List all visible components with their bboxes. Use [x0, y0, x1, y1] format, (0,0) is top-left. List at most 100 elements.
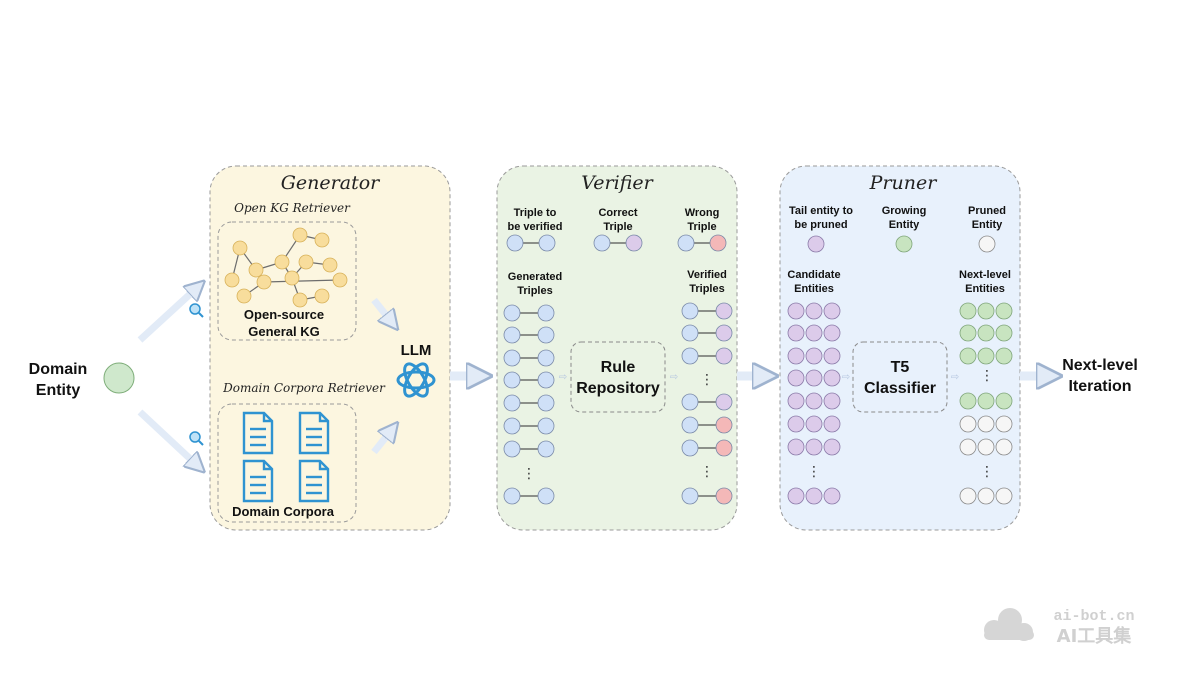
next-level-row	[959, 347, 1013, 365]
head-entity	[503, 326, 521, 344]
classifier-label-line1: T5	[891, 359, 910, 376]
growing-entity	[995, 324, 1013, 342]
next-level-entities: ⋮⋮	[959, 302, 1013, 505]
verified-triples-label-line1: Verified	[687, 269, 727, 281]
ellipsis: ⋮	[522, 466, 536, 482]
small-arrow-out-pruner: ⇨	[951, 372, 959, 383]
growing-entity	[995, 392, 1013, 410]
watermark-url: ai-bot.cn	[1053, 608, 1134, 625]
verifier-legend-3-line2: Triple	[687, 221, 716, 233]
verified-triple-correct	[681, 347, 733, 365]
candidate-entity	[787, 392, 805, 410]
growing-entity	[995, 302, 1013, 320]
verified-triple-correct	[681, 302, 733, 320]
growing-entity	[959, 392, 977, 410]
candidate-entity	[805, 347, 823, 365]
ellipsis: ⋮	[700, 464, 714, 480]
ellipsis: ⋮	[700, 372, 714, 388]
candidate-entity	[823, 302, 841, 320]
candidate-entity	[805, 392, 823, 410]
tail-entity	[715, 487, 733, 505]
domain-entity-label-line2: Entity	[36, 382, 81, 399]
search-icon	[189, 303, 204, 318]
verified-triples: ⋮⋮	[681, 302, 733, 505]
document-icon	[298, 411, 330, 455]
tail-entity	[537, 487, 555, 505]
verifier-legend-2-line1: Correct	[598, 207, 637, 219]
tail-entity	[537, 394, 555, 412]
pruned-entity	[977, 415, 995, 433]
growing-entity	[995, 347, 1013, 365]
legend-pruned-entity	[978, 235, 996, 253]
head-entity	[503, 487, 521, 505]
arrow-kg-to-llm	[371, 297, 394, 325]
small-arrow-out: ⇨	[670, 372, 678, 383]
candidate-entity	[805, 324, 823, 342]
tail-entity	[715, 416, 733, 434]
next-level-row	[959, 324, 1013, 342]
t5-classifier-box	[852, 341, 948, 413]
search-icon	[189, 431, 204, 446]
pruned-entity	[977, 487, 995, 505]
watermark-logo	[984, 608, 1034, 641]
candidate-entity	[787, 302, 805, 320]
candidate-entity	[787, 347, 805, 365]
output-label-line1: Next-level	[1062, 357, 1138, 374]
generated-triple	[503, 326, 555, 344]
pruner-legend-2-line2: Entity	[889, 219, 920, 231]
legend-wrong-triple	[677, 234, 727, 252]
legend-correct-triple	[593, 234, 643, 252]
head-entity	[681, 487, 699, 505]
head-entity	[681, 439, 699, 457]
pruned-entity	[959, 487, 977, 505]
candidate-entities-label-line1: Candidate	[787, 269, 840, 281]
head-entity	[503, 371, 521, 389]
tail-entity	[715, 393, 733, 411]
small-arrow-in: ⇨	[559, 372, 567, 383]
candidate-entity	[823, 392, 841, 410]
candidate-entity	[823, 438, 841, 456]
head-entity	[681, 324, 699, 342]
next-level-row	[959, 415, 1013, 433]
tail-entity	[715, 347, 733, 365]
arrow-corpora-to-llm	[371, 427, 394, 455]
growing-entity	[959, 324, 977, 342]
candidate-entity	[823, 347, 841, 365]
classifier-label-line2: Classifier	[864, 380, 936, 397]
next-level-row	[959, 392, 1013, 410]
pruned-entity	[959, 438, 977, 456]
head-entity	[503, 417, 521, 435]
pruner-legend-3-line2: Entity	[972, 219, 1003, 231]
pruned-entity	[995, 487, 1013, 505]
kg-label-line1: Open-source	[244, 307, 324, 322]
rule-repository-label-line2: Repository	[576, 380, 660, 397]
head-entity	[681, 302, 699, 320]
rule-repository-label-line1: Rule	[601, 359, 636, 376]
candidate-entity	[787, 487, 805, 505]
tail-entity	[709, 234, 727, 252]
domain-corpora-box	[217, 403, 357, 523]
pruned-entity	[995, 438, 1013, 456]
growing-entity	[977, 302, 995, 320]
head-entity	[681, 393, 699, 411]
open-kg-box	[217, 221, 357, 341]
candidate-entity	[787, 369, 805, 387]
verified-triples-label-line2: Triples	[689, 283, 724, 295]
candidate-row	[787, 392, 841, 410]
generated-triple	[503, 417, 555, 435]
generated-triples-label-line1: Generated	[508, 271, 562, 283]
next-level-entities-label-line1: Next-level	[959, 269, 1011, 281]
candidate-entity	[823, 324, 841, 342]
candidate-entity	[787, 438, 805, 456]
candidate-entity	[787, 324, 805, 342]
tail-entity	[537, 440, 555, 458]
candidate-row	[787, 302, 841, 320]
ellipsis: ⋮	[807, 464, 821, 480]
growing-entity	[959, 302, 977, 320]
candidate-entity	[805, 487, 823, 505]
candidate-row	[787, 415, 841, 433]
pruned-entity	[977, 438, 995, 456]
ellipsis: ⋮	[980, 464, 994, 480]
candidate-entity	[805, 438, 823, 456]
candidate-entity	[805, 369, 823, 387]
